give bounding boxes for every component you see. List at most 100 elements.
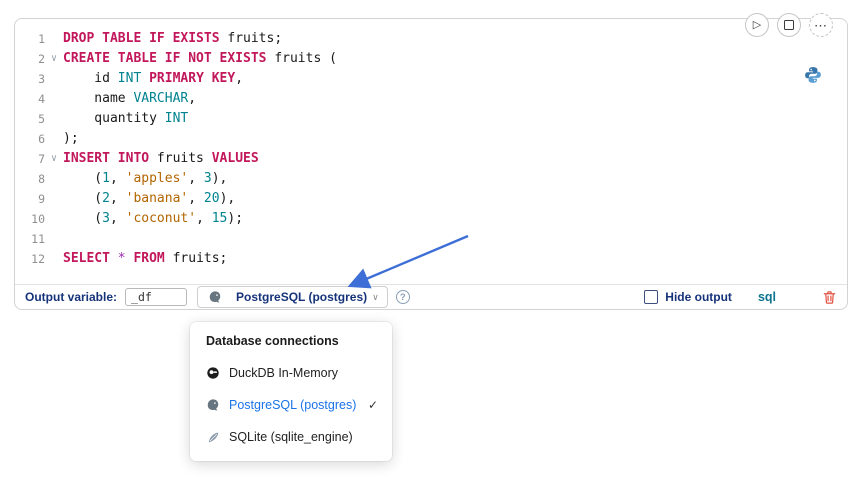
code-token: SELECT [63, 251, 110, 266]
code-text: (1, 'apples', 3), [63, 169, 227, 189]
code-token: 3 [102, 211, 110, 226]
menu-title: Database connections [206, 334, 339, 348]
code-text: quantity INT [63, 109, 188, 129]
line-number: 2 [38, 52, 45, 66]
output-variable-input[interactable] [125, 288, 188, 306]
postgresql-elephant-icon [204, 398, 222, 412]
code-text: id INT PRIMARY KEY, [63, 69, 243, 89]
code-line[interactable]: 6); [15, 129, 847, 149]
code-token: PRIMARY KEY [149, 71, 236, 86]
line-number: 5 [38, 112, 45, 126]
trash-icon[interactable] [822, 290, 837, 305]
line-number: 10 [31, 212, 45, 226]
code-token: 3 [203, 171, 212, 186]
line-number: 1 [38, 32, 45, 46]
code-token: fruits; [219, 31, 283, 46]
code-token: , [188, 191, 204, 206]
code-line[interactable]: 3 id INT PRIMARY KEY, [15, 69, 847, 89]
code-token: ), [211, 171, 228, 186]
code-token: 'apples' [125, 171, 189, 186]
cell-footer-toolbar: Output variable: PostgreSQL (postgres) ∨… [15, 284, 847, 309]
code-line[interactable]: 4 name VARCHAR, [15, 89, 847, 109]
code-lines: 1 DROP TABLE IF EXISTS fruits; 2 ∨ CREATE TA… [15, 29, 847, 269]
code-token: quantity [63, 111, 165, 126]
toolbar-right-group: Hide output sql [644, 290, 837, 305]
line-number: 11 [31, 232, 45, 246]
code-token: INT [117, 71, 142, 86]
code-token: , [188, 171, 204, 186]
database-connection-dropdown[interactable]: PostgreSQL (postgres) ∨ [197, 286, 388, 308]
code-token: VALUES [211, 151, 259, 166]
code-token: 2 [102, 191, 110, 206]
code-text: (2, 'banana', 20), [63, 189, 235, 209]
postgresql-elephant-icon [206, 290, 224, 304]
code-token: CREATE TABLE IF NOT EXISTS [63, 51, 267, 66]
python-logo-icon[interactable] [804, 66, 822, 84]
question-help-icon[interactable]: ? [395, 290, 410, 304]
connection-label: PostgreSQL (postgres) [236, 290, 368, 304]
language-badge[interactable]: sql [757, 290, 776, 304]
code-text: DROP TABLE IF EXISTS fruits; [63, 29, 282, 49]
code-token: , [109, 211, 126, 226]
code-line[interactable]: 5 quantity INT [15, 109, 847, 129]
code-token: 'coconut' [125, 211, 197, 226]
code-token: fruits [149, 151, 212, 166]
code-token: 20 [203, 191, 220, 206]
code-token: 15 [211, 211, 228, 226]
code-token: VARCHAR [133, 91, 189, 106]
code-token: fruits; [164, 251, 228, 266]
code-token: id [63, 71, 118, 86]
menu-item-duckdb[interactable]: DuckDB In-Memory [190, 357, 392, 389]
interrupt-cell-button[interactable] [777, 13, 801, 37]
code-token: ); [63, 131, 79, 146]
code-token: fruits ( [266, 51, 337, 66]
run-cell-button[interactable]: ▷ [745, 13, 769, 37]
code-text: name VARCHAR, [63, 89, 196, 109]
fold-caret-icon[interactable]: ∨ [50, 153, 58, 164]
code-token: , [109, 171, 126, 186]
code-token: INT [164, 111, 189, 126]
fold-caret-icon[interactable]: ∨ [50, 53, 58, 64]
code-text: CREATE TABLE IF NOT EXISTS fruits ( [63, 49, 337, 69]
hide-output-label: Hide output [665, 290, 732, 304]
check-icon: ✓ [367, 398, 378, 412]
code-token: ( [63, 171, 103, 186]
menu-item-sqlite[interactable]: SQLite (sqlite_engine) [190, 421, 392, 453]
line-number: 8 [38, 172, 45, 186]
code-text: ); [63, 129, 79, 149]
code-line[interactable]: 11 [15, 229, 847, 249]
code-token: 'banana' [125, 191, 189, 206]
output-variable-label: Output variable: [25, 290, 118, 304]
code-token: ), [219, 191, 236, 206]
menu-item-label: SQLite (sqlite_engine) [229, 430, 353, 444]
code-line[interactable]: 8 (1, 'apples', 3), [15, 169, 847, 189]
line-number: 3 [38, 72, 45, 86]
code-token: ( [63, 191, 103, 206]
line-number: 12 [31, 252, 45, 266]
code-token: INSERT INTO [63, 151, 150, 166]
code-token: , [235, 71, 244, 86]
hide-output-checkbox[interactable] [644, 290, 659, 304]
code-token: ( [63, 211, 103, 226]
code-token: * [117, 251, 126, 266]
code-line[interactable]: 7∨INSERT INTO fruits VALUES [15, 149, 847, 169]
more-actions-button[interactable]: ⋯ [809, 13, 833, 37]
line-number: 4 [38, 92, 45, 106]
chevron-down-icon: ∨ [372, 291, 379, 302]
menu-item-label: PostgreSQL (postgres) [229, 398, 357, 412]
code-line[interactable]: 10 (3, 'coconut', 15); [15, 209, 847, 229]
code-token [110, 251, 118, 266]
code-token: , [196, 211, 212, 226]
stop-square-icon [784, 20, 794, 30]
code-line[interactable]: 1 DROP TABLE IF EXISTS fruits; [15, 29, 847, 49]
sql-editor[interactable]: 1 DROP TABLE IF EXISTS fruits; 2 ∨ CREATE TA… [15, 29, 847, 283]
code-token [141, 71, 149, 86]
menu-item-postgres[interactable]: PostgreSQL (postgres) ✓ [190, 389, 392, 421]
code-line[interactable]: 9 (2, 'banana', 20), [15, 189, 847, 209]
sql-notebook-cell: 1 DROP TABLE IF EXISTS fruits; 2 ∨ CREATE TA… [14, 18, 848, 310]
code-line[interactable]: 2 ∨ CREATE TABLE IF NOT EXISTS fruits ( [15, 49, 847, 69]
